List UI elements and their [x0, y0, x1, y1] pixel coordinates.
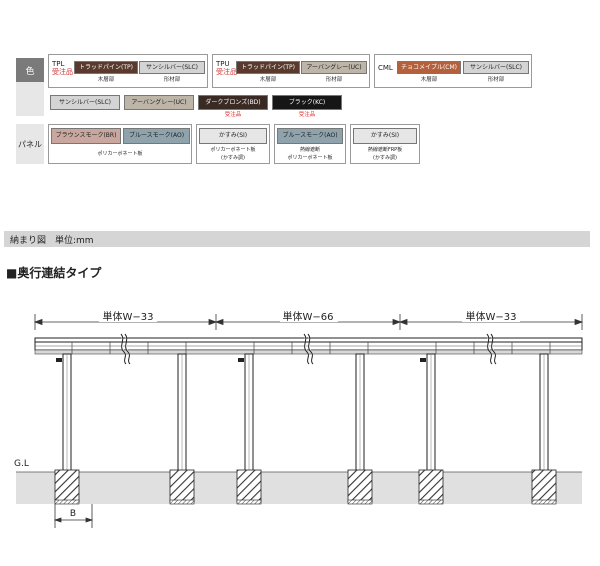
color-group-tpl: TPL 受注品 トラッドパイン(TP) サンシルバー(SLC) 木層部 形材部 — [48, 54, 208, 88]
swatch-caption: 形材部 — [163, 77, 181, 83]
panel-note: 熱線遮断FRP板 — [367, 147, 403, 153]
roof-ribs — [71, 342, 551, 354]
group-code: CML — [378, 64, 393, 72]
swatch-sun-silver: サンシルバー(SLC) — [139, 61, 205, 74]
gl-label: G.L — [14, 459, 29, 469]
swatch-trad-pine: トラッドパイン(TP) — [74, 61, 138, 74]
swatch-kasumi: かすみ(SI) — [199, 128, 267, 144]
panel-group-polycarbonate: ブラウンスモーク(BR) ブルースモーク(AO) ポリカーボネート板 — [48, 124, 192, 164]
swatch-urban-grey-solid: アーバングレー(UC) — [124, 95, 194, 110]
dim-label-left: 単体W−33 — [103, 310, 154, 323]
swatch-sun-silver-solid: サンシルバー(SLC) — [50, 95, 120, 110]
swatch-caption: 木層部 — [420, 77, 438, 83]
swatch-caption: 形材部 — [487, 77, 505, 83]
swatch-blue-smoke: ブルースモーク(AO) — [277, 128, 343, 144]
panel-note-2: (かすみ調) — [373, 155, 397, 161]
dim-label-center: 単体W−66 — [283, 310, 334, 323]
color-section-label: 色 — [16, 58, 44, 82]
carport-elevation-diagram: 単体W−33 単体W−66 単体W−33 G.L — [14, 310, 584, 528]
panel-group-heat-frp: かすみ(SI) 熱線遮断FRP板 (かすみ調) — [350, 124, 420, 164]
dim-label-bg — [462, 310, 520, 322]
swatch-brown-smoke: ブラウンスモーク(BR) — [51, 128, 121, 144]
panel-note-2: (かすみ調) — [221, 155, 245, 161]
b-dimension — [53, 504, 94, 528]
made-to-order-note: 受注品 — [224, 112, 242, 118]
swatch-caption: 形材部 — [325, 77, 343, 83]
panel-group-kasumi: かすみ(SI) ポリカーボネート板 (かすみ調) — [196, 124, 270, 164]
swatch-choco-maple: チョコメイプル(CM) — [397, 61, 461, 74]
color-side-strip — [16, 82, 44, 116]
color-group-cml: CML チョコメイプル(CM) サンシルバー(SLC) 木層部 形材部 — [374, 54, 532, 88]
dim-label-bg — [99, 310, 157, 322]
swatch-sun-silver: サンシルバー(SLC) — [463, 61, 529, 74]
color-group-tpu: TPU 受注品 トラッドパイン(TP) アーバングレー(UC) 木層部 形材部 — [212, 54, 370, 88]
swatch-kasumi: かすみ(SI) — [353, 128, 417, 144]
group-code: TPL 受注品 — [52, 60, 73, 76]
group-code: TPU 受注品 — [216, 60, 237, 76]
swatch-caption: 木層部 — [259, 77, 277, 83]
panel-note-2: ポリカーボネート板 — [287, 155, 333, 161]
swatch-caption: 木層部 — [97, 77, 115, 83]
swatch-black: ブラック(KC) — [272, 95, 342, 110]
break-marks — [120, 333, 497, 365]
panel-note: ポリカーボネート板 — [210, 147, 256, 153]
swatch-blue-smoke: ブルースモーク(AO) — [123, 128, 190, 144]
drawing-title: ■奥行連結タイプ — [6, 266, 102, 280]
swatch-trad-pine: トラッドパイン(TP) — [236, 61, 300, 74]
panel-note: ポリカーボネート板 — [97, 151, 143, 157]
drawing-header-bar: 納まり図 単位:mm — [4, 231, 590, 247]
panel-note: 熱線遮断 — [299, 147, 320, 153]
swatch-urban-grey: アーバングレー(UC) — [301, 61, 367, 74]
b-label: B — [70, 509, 76, 519]
made-to-order-note: 受注品 — [298, 112, 316, 118]
panel-side-strip: パネル — [16, 124, 44, 164]
post-group — [54, 353, 557, 505]
dim-label-right: 単体W−33 — [466, 310, 517, 323]
ground-band — [16, 472, 582, 504]
panel-group-heat-blue: ブルースモーク(AO) 熱線遮断 ポリカーボネート板 — [274, 124, 346, 164]
swatch-dark-bronze: ダークブロンズ(BD) — [198, 95, 268, 110]
dim-label-bg — [280, 310, 338, 322]
